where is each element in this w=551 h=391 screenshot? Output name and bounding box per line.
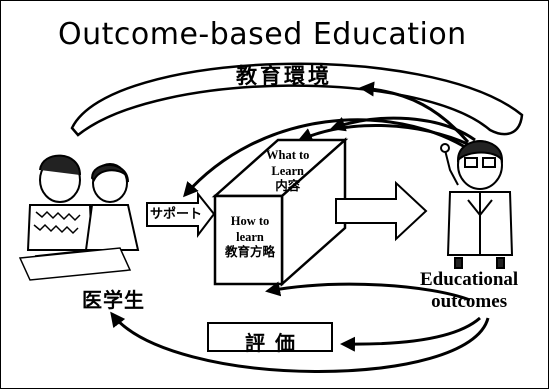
arrow-to-content: [330, 116, 476, 142]
what-to-learn-line2: Learn: [271, 163, 305, 178]
doctor-illustration: [440, 140, 514, 269]
outcomes-line1: Educational: [420, 269, 519, 290]
cube-top-labels: What to Learn 内容: [266, 148, 309, 195]
how-to-learn-line1: How to: [230, 214, 270, 228]
what-to-learn-line1: What to: [266, 148, 310, 162]
environment-arc: [70, 62, 524, 137]
cube-front-labels: How to learn 教育方略: [224, 214, 276, 261]
students-illustration: [18, 154, 140, 281]
content-label: 内容: [275, 179, 301, 194]
outcomes-line2: outcomes: [431, 290, 508, 312]
evaluation-box: 評価: [207, 322, 333, 355]
arrow-to-strategy: [297, 123, 471, 147]
output-arrow: [335, 180, 428, 242]
how-to-learn-line2: learn: [236, 229, 264, 244]
arrow-outcomes-to-evaluation: [340, 316, 481, 352]
arrow-to-students: [110, 311, 490, 373]
arrow-to-support: [183, 118, 471, 198]
students-label: 医学生: [82, 288, 145, 312]
cube-front-face: [213, 194, 284, 286]
diagram-title: Outcome-based Education: [58, 17, 467, 52]
outcomes-label: Educational outcomes: [420, 269, 518, 313]
environment-label: 教育環境: [236, 64, 332, 88]
evaluation-label: 評価: [245, 331, 305, 355]
strategy-label: 教育方略: [224, 245, 275, 260]
support-arrow: [146, 191, 216, 238]
support-label: サポート: [150, 207, 203, 222]
arrow-outcomes-to-cube: [265, 281, 471, 302]
cube: [211, 137, 349, 287]
